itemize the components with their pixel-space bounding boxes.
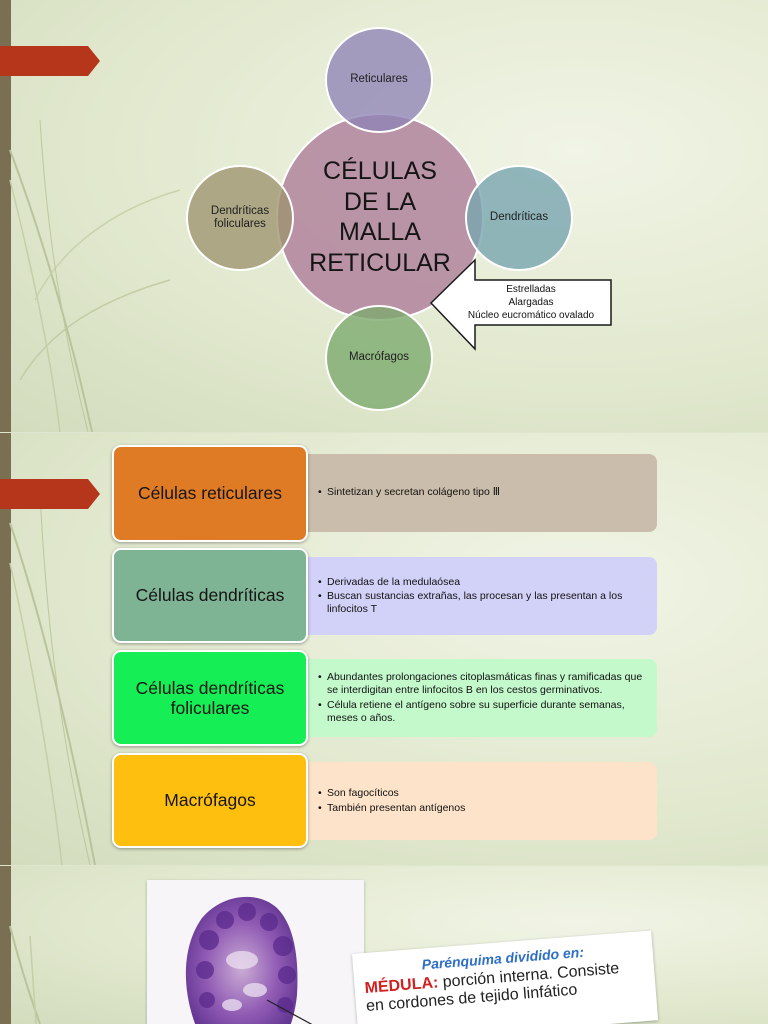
- callout-text: Estrelladas Alargadas Núcleo eucromático…: [448, 283, 614, 322]
- lymph-node-image: [185, 896, 313, 1024]
- left-accent-bar: [0, 0, 11, 432]
- histology-micrograph: [147, 880, 364, 1024]
- row-label-macrofagos: Macrófagos: [112, 753, 308, 848]
- callout-arrow: [430, 258, 612, 351]
- circle-dendriticas-foliculares: Dendríticas foliculares: [186, 165, 294, 271]
- circle-label-left: Dendríticas foliculares: [210, 204, 270, 230]
- center-label: CÉLULAS DE LA MALLA RETICULAR: [309, 157, 451, 277]
- row-label-dendriticas: Células dendríticas: [112, 548, 308, 643]
- circle-label-right: Dendríticas: [489, 211, 549, 224]
- slide-cell-diagram: CÉLULAS DE LA MALLA RETICULAR Reticulare…: [0, 0, 768, 432]
- bullet-item: Derivadas de la medulaósea: [318, 576, 643, 589]
- decorative-strokes: [9, 492, 96, 865]
- circle-reticulares: Reticulares: [325, 27, 433, 133]
- slide-histology: Parénquima dividido en: MÉDULA: porción …: [0, 866, 768, 1024]
- bullet-item: También presentan antígenos: [318, 802, 643, 815]
- center-circle: CÉLULAS DE LA MALLA RETICULAR: [276, 113, 484, 321]
- row-label-text: Células dendríticas foliculares: [135, 677, 285, 718]
- left-accent-bar: [0, 433, 11, 865]
- row-description: Derivadas de la medulaósea Buscan sustan…: [300, 557, 657, 635]
- decorative-strokes: [9, 119, 181, 432]
- handwritten-note: Parénquima dividido en: MÉDULA: porción …: [352, 930, 659, 1024]
- row-description: Abundantes prolongaciones citoplasmática…: [300, 659, 657, 737]
- circle-macrofagos: Macrófagos: [325, 305, 433, 411]
- callout-line: Estrelladas: [506, 284, 556, 295]
- row-label-text: Células dendríticas: [135, 585, 285, 606]
- callout-line: Núcleo eucromático ovalado: [467, 310, 595, 321]
- row-label-reticulares: Células reticulares: [112, 445, 308, 542]
- callout-line: Alargadas: [508, 297, 554, 308]
- left-accent-bar: [0, 866, 11, 1024]
- bullet-item: Sintetizan y secretan colágeno tipo Ⅲ: [318, 486, 643, 499]
- title-arrow-tag: [0, 46, 100, 76]
- decorative-strokes: [9, 925, 41, 1024]
- row-label-dendriticas-foliculares: Células dendríticas foliculares: [112, 650, 308, 746]
- bullet-item: Abundantes prolongaciones citoplasmática…: [318, 671, 643, 697]
- slide-cell-table: Sintetizan y secretan colágeno tipo Ⅲ Cé…: [0, 433, 768, 865]
- bullet-item: Son fagocíticos: [318, 787, 643, 800]
- title-arrow-tag: [0, 479, 100, 509]
- circle-label-top: Reticulares: [350, 73, 408, 86]
- bullet-item: Célula retiene el antígeno sobre su supe…: [318, 699, 643, 725]
- row-label-text: Células reticulares: [138, 483, 282, 504]
- row-description: Son fagocíticos También presentan antíge…: [300, 762, 657, 840]
- circle-label-bottom: Macrófagos: [348, 351, 410, 364]
- circle-dendriticas: Dendríticas: [465, 165, 573, 271]
- bullet-item: Buscan sustancias extrañas, las procesan…: [318, 590, 643, 616]
- row-description: Sintetizan y secretan colágeno tipo Ⅲ: [300, 454, 657, 532]
- row-label-text: Macrófagos: [164, 790, 256, 811]
